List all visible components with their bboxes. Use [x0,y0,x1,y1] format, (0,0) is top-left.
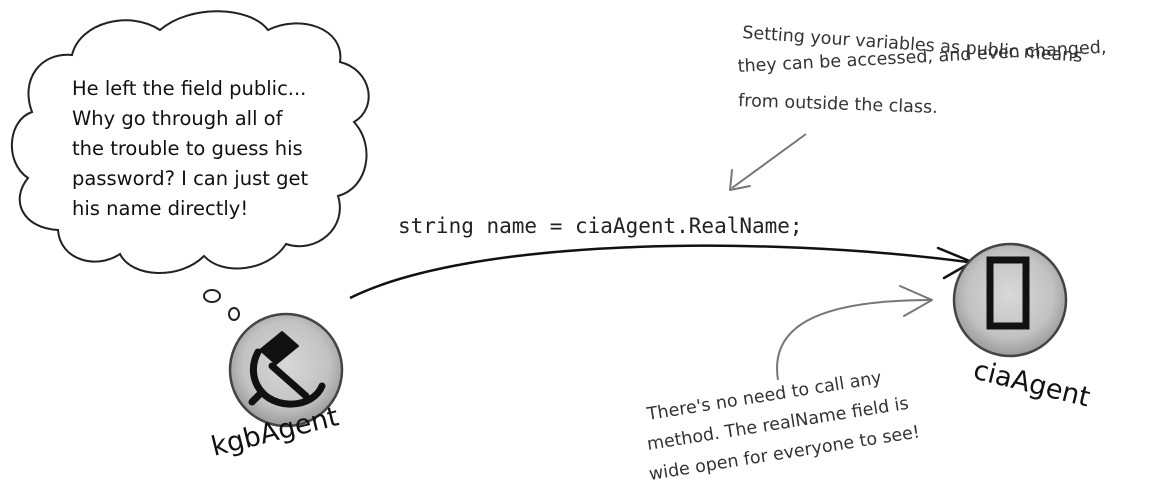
public-note-line-3: from outside the class. [738,91,938,118]
code-statement: string name = ciaAgent.RealName; [398,214,803,238]
thought-line-1: He left the field public... [72,77,306,100]
cia-agent-label: ciaAgent [970,355,1093,414]
access-arrow-line [349,244,969,300]
public-variables-note: Setting your variables as public means t… [729,23,1107,191]
thought-dot-large [203,289,221,303]
cia-agent-circle [952,242,1068,358]
public-note-pointer-arrow [731,133,807,189]
no-method-pointer-head [899,285,933,317]
public-note-pointer-head [729,169,751,191]
rectangle-icon [986,256,1030,330]
no-method-note: There's no need to call any method. The … [645,285,933,485]
thought-line-5: his name directly! [72,197,248,220]
cia-agent: ciaAgent [952,242,1093,414]
thought-line-4: password? I can just get [72,167,308,190]
hammer-and-sickle-icon [248,331,326,408]
thought-dot-small [228,307,240,321]
access-arrow [349,244,974,300]
thought-bubble: He left the field public... Why go throu… [11,10,370,321]
no-method-pointer-arrow [776,299,933,381]
kgb-agent: kgbAgent [208,312,344,463]
thought-cloud-shape [11,10,370,274]
thought-line-2: Why go through all of [72,107,284,130]
thought-line-3: the trouble to guess his [72,137,303,160]
